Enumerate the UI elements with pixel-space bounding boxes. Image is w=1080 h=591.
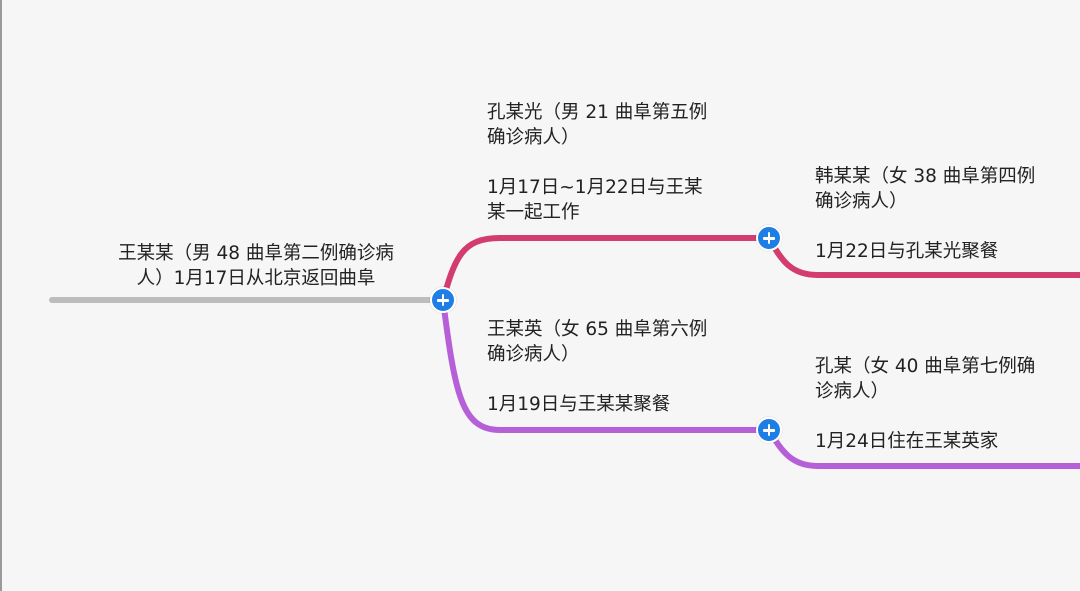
branch-connector-wang-mou-ying xyxy=(440,297,772,433)
screen-edge xyxy=(0,0,2,591)
child-node-han-mou-mou[interactable]: 韩某某（女 38 曲阜第四例 确诊病人） 1月22日与孔某光聚餐 xyxy=(815,164,1077,264)
node-text-gap xyxy=(815,214,1077,239)
node-text-line: 1月19日与王某某聚餐 xyxy=(487,394,671,415)
branch-connector-kong-mou-guang xyxy=(440,235,772,303)
node-text-gap xyxy=(815,404,1077,429)
node-text-gap xyxy=(487,150,767,175)
node-text-line: 1月24日住在王某英家 xyxy=(815,431,999,452)
branch-node-wang-mou-ying[interactable]: 王某英（女 65 曲阜第六例 确诊病人） 1月19日与王某某聚餐 xyxy=(487,317,767,417)
node-text-line: 诊病人） xyxy=(815,381,890,402)
root-node-line: 人）1月17日从北京返回曲阜 xyxy=(136,268,376,289)
root-node-line: 王某某（男 48 曲阜第二例确诊病 xyxy=(118,243,394,264)
node-text-line: 孔某光（男 21 曲阜第五例 xyxy=(487,102,708,123)
node-text-line: 某一起工作 xyxy=(487,202,580,223)
plus-circle-icon[interactable] xyxy=(756,417,782,443)
plus-circle-icon[interactable] xyxy=(430,287,456,313)
node-text-line: 1月22日与孔某光聚餐 xyxy=(815,241,999,262)
child-node-kong-mou[interactable]: 孔某（女 40 曲阜第七例确 诊病人） 1月24日住在王某英家 xyxy=(815,354,1077,454)
node-text-line: 1月17日~1月22日与王某 xyxy=(487,177,703,198)
node-text-line: 王某英（女 65 曲阜第六例 xyxy=(487,319,708,340)
node-text-line: 确诊病人） xyxy=(487,344,580,365)
branch-node-kong-mou-guang[interactable]: 孔某光（男 21 曲阜第五例 确诊病人） 1月17日~1月22日与王某 某一起工… xyxy=(487,100,767,225)
root-node[interactable]: 王某某（男 48 曲阜第二例确诊病 人）1月17日从北京返回曲阜 xyxy=(86,241,426,291)
node-text-line: 韩某某（女 38 曲阜第四例 xyxy=(815,166,1036,187)
node-text-gap xyxy=(487,367,767,392)
node-text-line: 确诊病人） xyxy=(487,127,580,148)
node-text-line: 确诊病人） xyxy=(815,191,908,212)
plus-circle-icon[interactable] xyxy=(756,225,782,251)
node-text-line: 孔某（女 40 曲阜第七例确 xyxy=(815,356,1036,377)
